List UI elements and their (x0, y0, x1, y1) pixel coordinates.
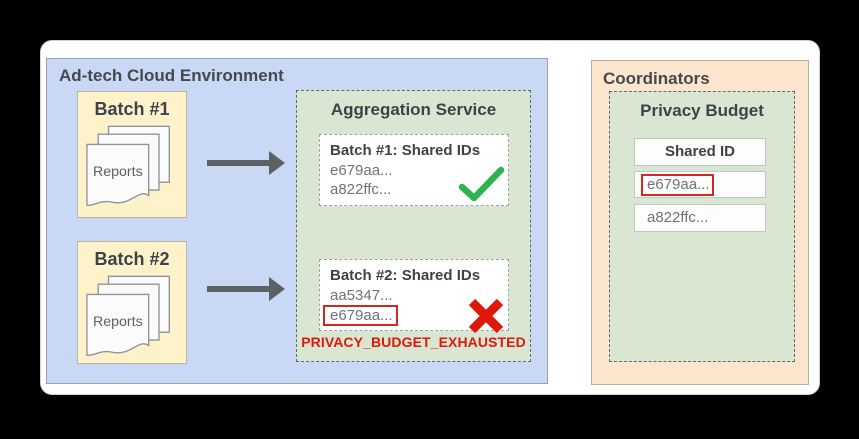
batch-1-result-box: Batch #1: Shared IDs e679aa... a822ffc..… (319, 134, 509, 206)
flagged-shared-id: e679aa... (323, 305, 398, 326)
privacy-budget-exhausted-label: PRIVACY_BUDGET_EXHAUSTED (301, 334, 526, 350)
batch-1-label: Batch #1 (94, 99, 170, 119)
batch-2-result-title: Batch #2: Shared IDs (330, 267, 481, 284)
privacy-budget-title: Privacy Budget (640, 101, 764, 120)
shared-id-value: a822ffc... (330, 181, 392, 198)
flagged-shared-id: e679aa... (641, 174, 714, 196)
shared-id-table-row: a822ffc... (634, 204, 766, 232)
coordinators-box: Coordinators Privacy Budget Shared ID e6… (591, 60, 809, 385)
aggregation-service-box: Aggregation Service Batch #1: Shared IDs… (296, 90, 531, 362)
batch-2-label: Batch #2 (94, 249, 170, 269)
batch-1-result-title: Batch #1: Shared IDs (330, 142, 481, 159)
privacy-budget-box: Privacy Budget Shared ID e679aa... a822f… (609, 91, 795, 362)
reports-label: Reports (93, 314, 143, 330)
checkmark-icon (458, 166, 505, 202)
reports-documents-icon: Reports (86, 125, 170, 206)
x-icon (468, 298, 504, 334)
batch-1-box: Batch #1 Reports (77, 91, 187, 218)
shared-id-table-header: Shared ID (634, 138, 766, 166)
adtech-environment-title: Ad-tech Cloud Environment (59, 66, 284, 85)
shared-id-value: e679aa... (330, 162, 393, 179)
reports-label: Reports (93, 164, 143, 180)
batch-2-box: Batch #2 Reports (77, 241, 187, 364)
aggregation-service-title: Aggregation Service (330, 100, 497, 119)
adtech-environment-box: Ad-tech Cloud Environment Batch #1 Repor… (46, 58, 548, 384)
flow-arrow-batch2-icon (207, 277, 285, 301)
shared-id-table-row: e679aa... (634, 171, 766, 198)
coordinators-title: Coordinators (603, 69, 710, 88)
shared-id-value: aa5347... (330, 287, 393, 304)
batch-2-result-box: Batch #2: Shared IDs aa5347... e679aa... (319, 259, 509, 334)
diagram-card: Ad-tech Cloud Environment Batch #1 Repor… (40, 40, 820, 395)
flow-arrow-batch1-icon (207, 151, 285, 175)
reports-documents-icon: Reports (86, 275, 170, 356)
